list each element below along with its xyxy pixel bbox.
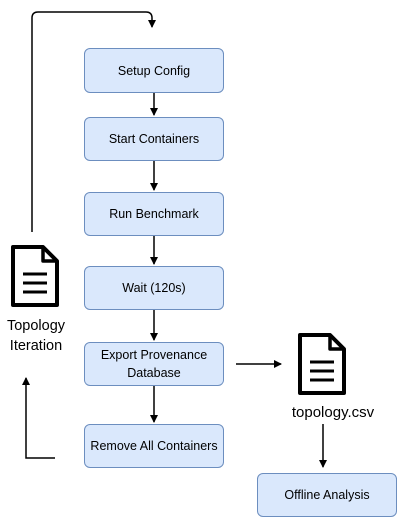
- arrow-remove-to-iteration: [22, 377, 55, 459]
- step-export-provenance[interactable]: Export Provenance Database: [84, 342, 224, 386]
- step-run-benchmark[interactable]: Run Benchmark: [84, 192, 224, 236]
- loop-document-label: Topology Iteration: [6, 318, 66, 354]
- analysis-label: Offline Analysis: [284, 488, 370, 502]
- step-setup-config[interactable]: Setup Config: [84, 48, 224, 93]
- step-wait[interactable]: Wait (120s): [84, 266, 224, 310]
- step-label: Start Containers: [108, 132, 200, 146]
- output-document-label: topology.csv: [291, 404, 375, 421]
- step-label: Wait (120s): [122, 281, 186, 295]
- document-icon: [298, 333, 346, 395]
- offline-analysis-box[interactable]: Offline Analysis: [257, 473, 397, 517]
- step-label: Remove All Containers: [90, 439, 218, 453]
- arrow-iteration-to-setup: [31, 11, 156, 232]
- step-label: Export Provenance Database: [100, 348, 208, 380]
- step-label: Setup Config: [117, 63, 191, 78]
- step-label: Run Benchmark: [109, 207, 199, 221]
- document-icon: [11, 245, 59, 307]
- step-start-containers[interactable]: Start Containers: [84, 117, 224, 161]
- step-remove-containers[interactable]: Remove All Containers: [84, 424, 224, 468]
